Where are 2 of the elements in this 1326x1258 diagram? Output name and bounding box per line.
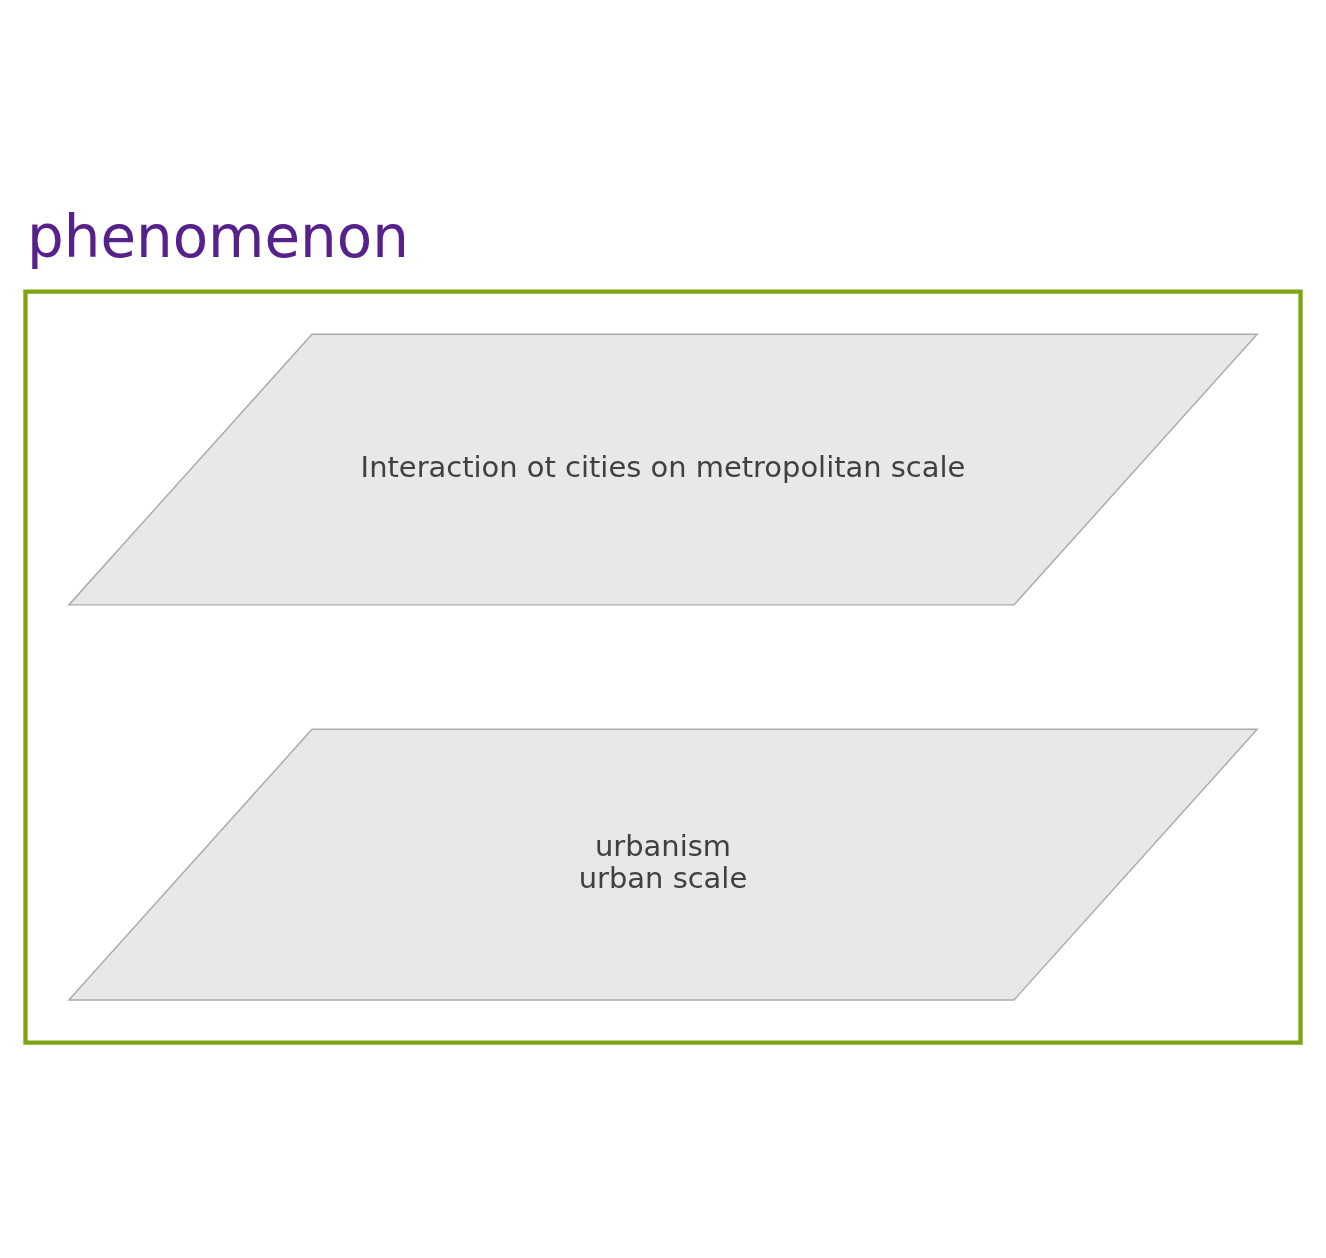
cluster: [23, 288, 1303, 1045]
diagram-title: phenomenon: [27, 202, 409, 271]
